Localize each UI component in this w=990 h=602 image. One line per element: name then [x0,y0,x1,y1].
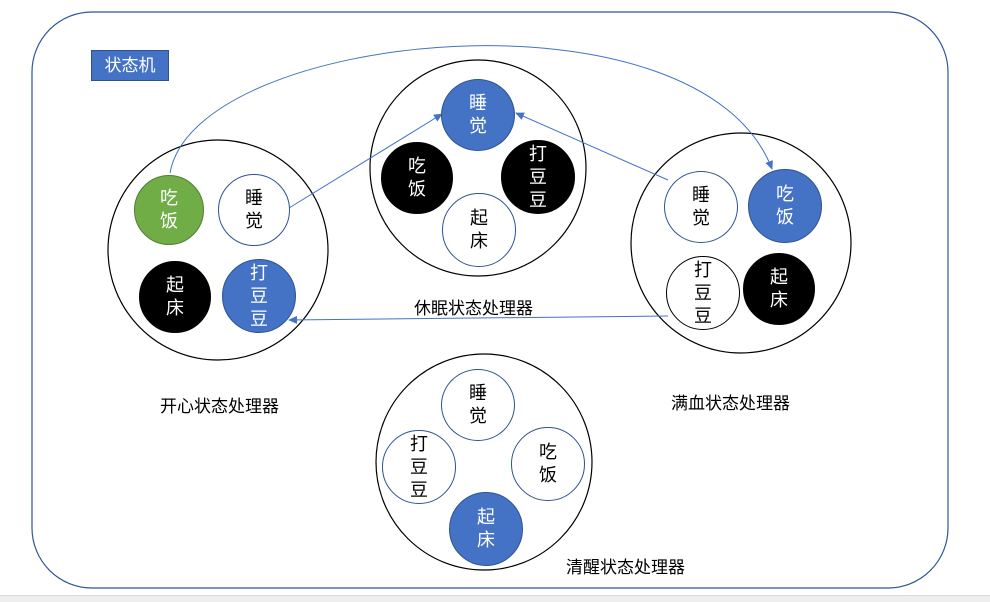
sleepy-wake-node: 起 床 [442,193,516,267]
sleepy-eat-node: 吃 饭 [381,142,453,214]
transition-happy-eat-to-full-eat [169,45,773,174]
happy-group-label: 开心状态处理器 [160,397,279,417]
awake-group-circle [375,353,593,571]
transition-full-play-to-happy-play [288,315,669,324]
happy-play-node: 打 豆 豆 [222,259,296,333]
happy-sleep-node: 睡 觉 [218,174,290,246]
full-group-label: 满血状态处理器 [671,394,790,414]
full-wake-node: 起 床 [743,253,815,325]
sleepy-group-label: 休眠状态处理器 [414,299,533,319]
full-sleep-node: 睡 觉 [664,171,738,243]
awake-play-node: 打 豆 豆 [382,430,456,504]
bottom-edge-bar [0,595,990,602]
happy-wake-node: 起 床 [139,261,211,333]
sleepy-play-node: 打 豆 豆 [501,140,575,214]
state-machine-frame [31,11,949,589]
sleepy-group-circle [369,59,587,277]
happy-eat-node: 吃 饭 [134,175,204,245]
transition-full-sleep-to-sleepy-sleep [515,112,669,181]
sleepy-sleep-node: 睡 觉 [441,79,515,151]
state-machine-title: 状态机 [91,50,169,81]
awake-wake-node: 起 床 [449,492,523,566]
awake-sleep-node: 睡 觉 [441,369,515,441]
full-eat-node: 吃 饭 [748,169,822,243]
happy-group-circle [107,139,329,361]
awake-eat-node: 吃 饭 [511,427,585,501]
full-group-circle [630,132,852,354]
full-play-node: 打 豆 豆 [666,256,740,330]
awake-group-label: 清醒状态处理器 [566,558,685,578]
transition-happy-sleep-to-sleepy-sleep [288,113,443,209]
